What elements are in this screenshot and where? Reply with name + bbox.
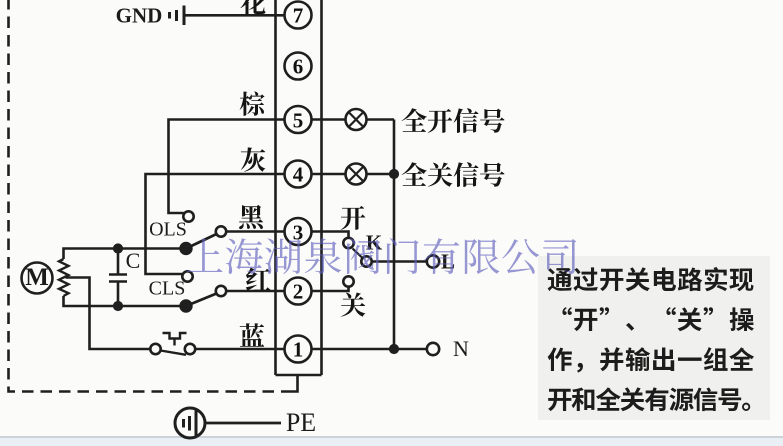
cls-label: CLS: [148, 277, 186, 300]
description-panel: 通过开关电路实现 “开”、“关”操 作，并输出一组全 开和全关有源信号。: [538, 256, 770, 420]
open-position-label: 开: [339, 198, 367, 236]
neutral-label: N: [453, 336, 469, 361]
wire-label-gray: 灰: [239, 140, 267, 178]
footer-separator: [0, 436, 783, 438]
pe-label: PE: [285, 408, 317, 437]
neutral-terminal: [425, 341, 441, 357]
wire-label-blue: 蓝: [238, 316, 266, 354]
enclosure-boundary: [7, 0, 289, 393]
limit-switch-ols: [179, 210, 285, 256]
terminal-2: 2: [292, 279, 304, 304]
terminal-3: 3: [292, 220, 304, 244]
description-line-1: 通过开关电路实现: [547, 260, 756, 297]
footer-band: [0, 438, 783, 446]
gnd-label: GND: [115, 3, 163, 28]
description-line-2: “开”、“关”操: [547, 300, 756, 337]
lamp-full-close: [311, 162, 394, 186]
capacitor-symbol: [109, 243, 127, 312]
motor-label: M: [25, 264, 49, 291]
terminal-1: 1: [292, 337, 304, 362]
terminal-5: 5: [292, 108, 304, 132]
brown-wire: [167, 118, 285, 215]
terminal-6: 6: [292, 54, 304, 79]
full-close-signal-label: 全关信号: [401, 155, 506, 193]
control-switch-k: [311, 230, 441, 293]
terminal-7: 7: [292, 3, 304, 28]
thermal-protector: [149, 331, 285, 356]
gray-wire: [144, 172, 285, 276]
ols-label: OLS: [149, 218, 187, 241]
k-label: K: [365, 230, 383, 255]
pe-symbol: [173, 406, 281, 440]
motor-symbol: [20, 247, 186, 351]
full-open-signal-label: 全开信号: [401, 101, 506, 138]
terminal-4: 4: [292, 162, 304, 187]
capacitor-label: C: [125, 248, 141, 273]
live-label: L: [440, 249, 456, 274]
wire-label-brown: 棕: [238, 84, 266, 122]
wire-label-hua: 花: [239, 0, 267, 21]
description-line-4: 开和全关有源信号。: [547, 380, 767, 417]
wire-label-red: 红: [244, 260, 272, 298]
wire-label-black: 黑: [237, 197, 265, 235]
description-line-3: 作，并输出一组全: [547, 340, 756, 377]
gnd-symbol: [168, 5, 186, 25]
lamp-full-open: [311, 107, 394, 132]
close-position-label: 关: [339, 285, 367, 323]
junction-dot: [388, 168, 400, 180]
watermark: 上海湖泉阀门有限公司: [185, 227, 581, 283]
